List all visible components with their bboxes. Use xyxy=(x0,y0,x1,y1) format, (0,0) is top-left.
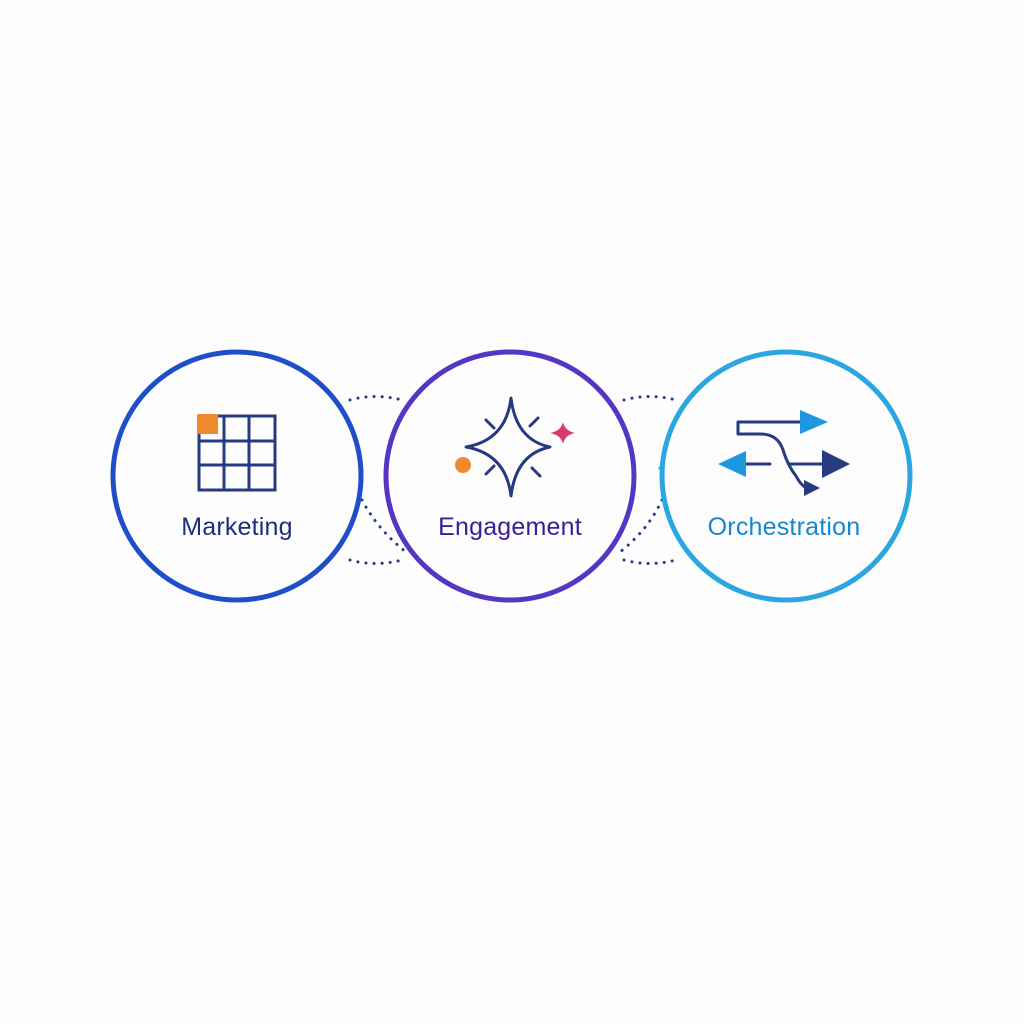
grid-icon xyxy=(197,414,277,492)
orchestration-ring xyxy=(659,349,913,603)
node-label-engagement: Engagement xyxy=(438,513,582,541)
engagement-ring xyxy=(383,349,637,603)
sparkle-icon xyxy=(455,396,575,498)
connector-engagement-orchestration xyxy=(618,395,678,565)
sparkle-dot xyxy=(455,457,471,473)
small-star-icon xyxy=(550,422,575,444)
node-label-marketing: Marketing xyxy=(181,513,293,541)
node-label-orchestration: Orchestration xyxy=(708,513,861,541)
marketing-ring xyxy=(110,349,364,603)
grid-accent-square xyxy=(198,414,218,434)
branching-arrows-icon xyxy=(718,410,850,496)
